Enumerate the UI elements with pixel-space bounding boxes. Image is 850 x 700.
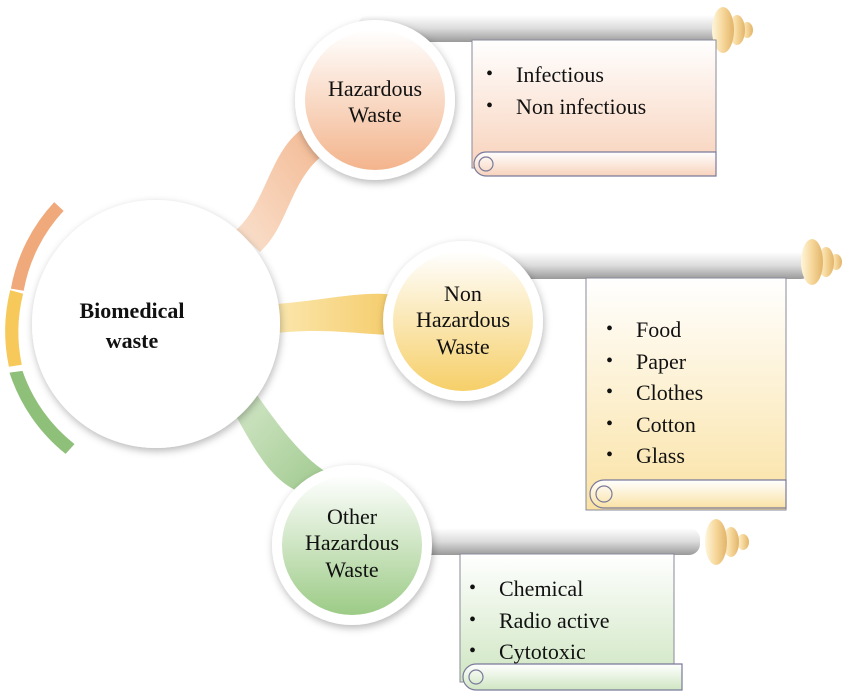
hazardous-items-list: Infectious Non infectious <box>480 59 646 122</box>
hazardous-label-line1: Hazardous <box>327 76 423 101</box>
non-hazardous-items-list: Food Paper Clothes Cotton Glass <box>600 314 703 472</box>
scroll-cap <box>801 239 842 285</box>
orange-arc <box>10 202 64 291</box>
list-item: Food <box>600 314 703 346</box>
connector-non-hazardous <box>262 293 397 335</box>
list-item: Glass <box>600 440 703 472</box>
green-arc <box>9 370 75 454</box>
non-hazardous-label-line3: Waste <box>436 333 490 359</box>
circle-hazardous <box>295 20 455 180</box>
circle-other-hazardous <box>272 465 432 625</box>
other-hazardous-label-line3: Waste <box>325 556 379 582</box>
scroll-bottom-curl <box>462 663 683 691</box>
hazardous-waste-label: Hazardous Waste <box>305 76 445 129</box>
center-label: Biomedical waste <box>48 296 216 355</box>
scroll-cap <box>705 519 749 565</box>
list-item: Clothes <box>600 377 703 409</box>
scroll-cap <box>712 7 753 53</box>
scroll-bottom-curl <box>589 479 787 509</box>
other-hazardous-waste-label: Other Hazardous Waste <box>282 504 422 583</box>
non-hazardous-waste-label: Non Hazardous Waste <box>393 281 533 360</box>
list-item: Non infectious <box>480 91 646 123</box>
non-hazardous-label-line1: Non <box>444 281 482 306</box>
scroll-top-rod <box>470 252 812 279</box>
list-item: Cytotoxic <box>463 636 610 668</box>
scroll-top-rod <box>358 15 720 42</box>
hazardous-label-line2: Waste <box>348 102 402 128</box>
non-hazardous-label-line2: Hazardous <box>415 307 511 333</box>
center-circle <box>32 200 280 448</box>
center-label-line2: waste <box>105 327 159 353</box>
other-hazardous-label-line2: Hazardous <box>304 530 400 556</box>
other-hazardous-label-line1: Other <box>326 504 378 529</box>
list-item: Infectious <box>480 59 646 91</box>
center-label-line1: Biomedical <box>79 298 185 323</box>
yellow-arc <box>5 290 24 367</box>
other-hazardous-items-list: Chemical Radio active Cytotoxic <box>463 573 610 668</box>
connector-hazardous <box>236 122 330 252</box>
list-item: Chemical <box>463 573 610 605</box>
list-item: Paper <box>600 346 703 378</box>
connector-other-hazardous <box>228 388 326 492</box>
circle-non-hazardous <box>383 241 543 401</box>
scroll-bottom-curl <box>473 151 717 177</box>
list-item: Cotton <box>600 409 703 441</box>
list-item: Radio active <box>463 605 610 637</box>
